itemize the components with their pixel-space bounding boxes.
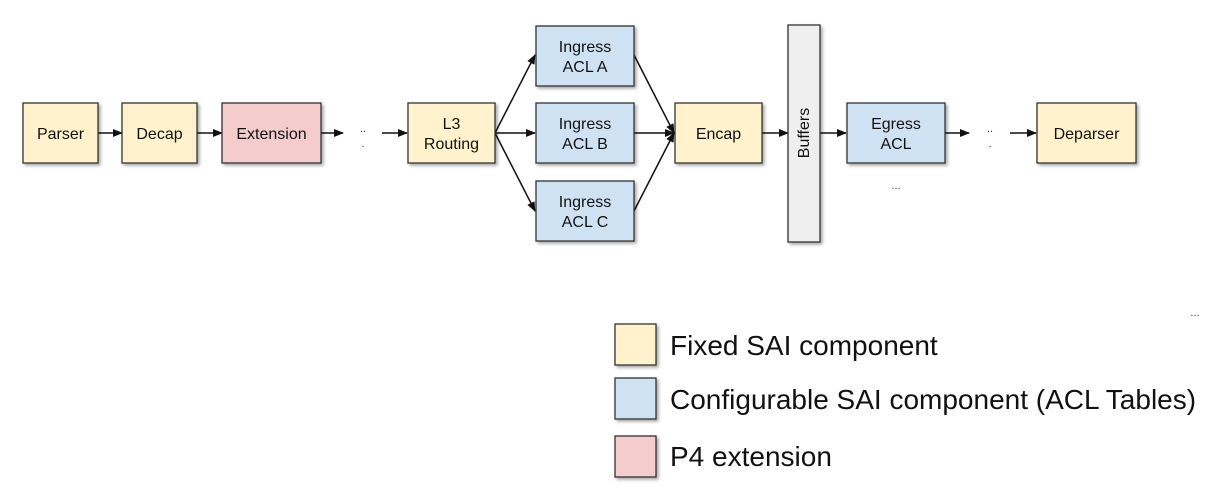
- node-ingress-acl-a-box: [535, 25, 635, 87]
- node-decap-box: [121, 102, 198, 164]
- node-l3-routing: L3 Routing: [407, 102, 496, 164]
- node-ingress-acl-c-label-line1: Ingress: [559, 194, 611, 211]
- node-extension-label: Extension: [236, 126, 306, 143]
- node-ingress-acl-c: Ingress ACL C: [535, 180, 635, 242]
- arrow-acl-c-to-encap: [633, 132, 675, 212]
- node-ingress-acl-b-label-line1: Ingress: [559, 116, 611, 133]
- legend-label-fixed: Fixed SAI component: [670, 330, 938, 361]
- node-parser-label: Parser: [37, 126, 85, 143]
- ellipsis-after-extension-dot: .: [361, 138, 364, 150]
- arrow-l3-to-acl-a: [494, 54, 536, 134]
- node-l3-routing-label-line2: Routing: [424, 136, 479, 153]
- node-ingress-acl-a: Ingress ACL A: [535, 25, 635, 87]
- node-encap-label: Encap: [696, 126, 741, 143]
- arrow-l3-to-acl-c: [494, 132, 536, 212]
- node-decap-label: Decap: [136, 126, 182, 143]
- node-ingress-acl-c-box: [535, 180, 635, 242]
- arrow-acl-a-to-encap: [633, 54, 675, 134]
- legend-item-p4: P4 extension: [614, 435, 832, 478]
- node-decap: Decap: [121, 102, 198, 164]
- legend-swatch-configurable: [614, 377, 657, 420]
- node-extension-box: [221, 102, 322, 164]
- node-buffers-box: [787, 24, 821, 243]
- legend-label-p4: P4 extension: [670, 441, 832, 472]
- node-buffers: Buffers: [787, 24, 821, 243]
- node-egress-acl: Egress ACL: [846, 102, 946, 164]
- ellipsis-after-extension: ..: [360, 123, 366, 135]
- node-ingress-acl-b-label-line2: ACL B: [562, 136, 608, 153]
- node-egress-acl-label-line2: ACL: [880, 136, 911, 153]
- node-parser: Parser: [22, 102, 99, 164]
- node-ingress-acl-a-label-line2: ACL A: [563, 59, 608, 76]
- legend: Fixed SAI component Configurable SAI com…: [614, 323, 1196, 478]
- ellipsis-right-margin: ...: [1190, 307, 1199, 319]
- node-parser-box: [22, 102, 99, 164]
- node-deparser: Deparser: [1036, 102, 1137, 164]
- legend-item-configurable: Configurable SAI component (ACL Tables): [614, 377, 1196, 420]
- node-deparser-box: [1036, 102, 1137, 164]
- node-deparser-label: Deparser: [1054, 126, 1120, 143]
- connectors: [98, 54, 1037, 212]
- node-egress-acl-label-line1: Egress: [871, 116, 921, 133]
- node-l3-routing-box: [407, 102, 496, 164]
- node-ingress-acl-b: Ingress ACL B: [535, 102, 635, 164]
- ellipsis-after-egress: ..: [987, 123, 993, 135]
- node-l3-routing-label-line1: L3: [443, 116, 461, 133]
- node-encap: Encap: [674, 102, 763, 164]
- node-ingress-acl-a-label-line1: Ingress: [559, 39, 611, 56]
- legend-item-fixed: Fixed SAI component: [614, 323, 938, 366]
- node-egress-acl-box: [846, 102, 946, 164]
- legend-label-configurable: Configurable SAI component (ACL Tables): [670, 384, 1196, 415]
- node-encap-box: [674, 102, 763, 164]
- ellipsis-below-egress: ...: [891, 180, 900, 192]
- legend-swatch-fixed: [614, 323, 657, 366]
- ellipsis-after-egress-dot: .: [988, 138, 991, 150]
- node-ingress-acl-c-label-line2: ACL C: [562, 214, 609, 231]
- legend-swatch-p4: [614, 435, 657, 478]
- node-extension: Extension: [221, 102, 322, 164]
- node-ingress-acl-b-box: [535, 102, 635, 164]
- node-buffers-label: Buffers: [796, 108, 813, 158]
